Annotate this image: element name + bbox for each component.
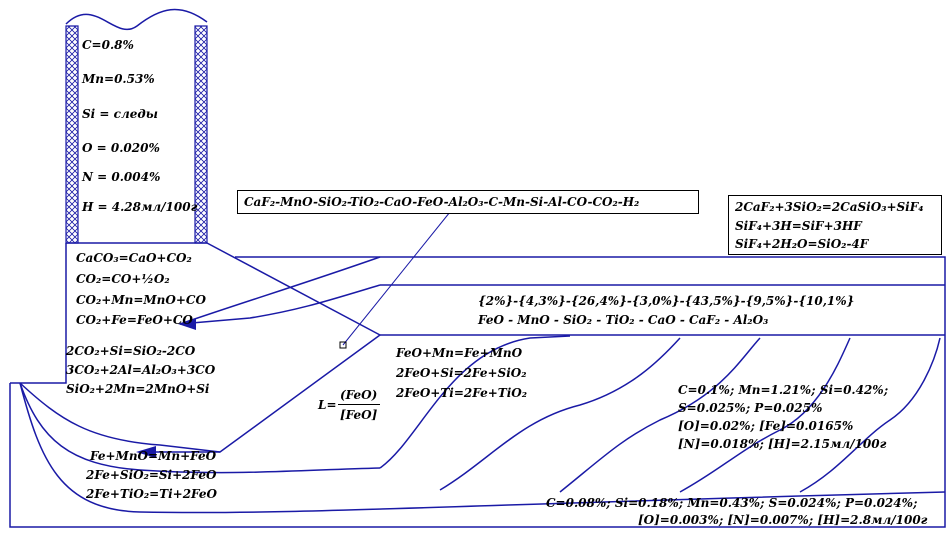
layer-curve-1	[379, 335, 571, 469]
arc-flow-left-mid	[179, 284, 381, 325]
flux-system-box: CaF₂-MnO-SiO₂-TiO₂-CaO-FeO-Al₂O₃-C-Mn-Si…	[237, 190, 699, 214]
electrode-carbon: C=0.8%	[82, 38, 134, 52]
electrode-top-curve	[65, 8, 208, 31]
distribution-denominator: [FeO]	[340, 408, 378, 422]
arc-cone-right	[206, 242, 381, 336]
distribution-lhs: L=	[318, 398, 337, 412]
metal-reaction-2: 2Fe+SiO₂=Si+2FeO	[86, 468, 217, 482]
metal-reaction-1: Fe+MnO=Mn+FeO	[90, 449, 217, 463]
arc-reaction-6: 3CO₂+2Al=Al₂O₃+3CO	[66, 363, 216, 377]
fluoride-reaction-1: 2CaF₂+3SiO₂=2CaSiO₃+SiF₄	[735, 200, 924, 214]
layer-curve-5	[799, 337, 941, 493]
weld-pool-line-3: [O]=0.02%; [Fe]=0.0165%	[678, 419, 854, 433]
electrode-silicon: Si = следы	[82, 107, 158, 121]
layer-curve-2	[439, 337, 681, 491]
electrode-hydrogen: H = 4.28мл/100г	[82, 200, 198, 214]
slag-reaction-1: FeO+Mn=Fe+MnO	[396, 346, 523, 360]
arc-outline-left	[10, 243, 67, 384]
electrode-oxygen: O = 0.020%	[82, 141, 160, 155]
electrode-manganese: Mn=0.53%	[82, 72, 155, 86]
slag-oxides: FeO - MnO - SiO₂ - TiO₂ - CaO - CaF₂ - A…	[478, 313, 769, 327]
leader-marker	[339, 341, 347, 349]
arc-reaction-1: CaCO₃=CaO+CO₂	[76, 251, 192, 265]
weld-pool-line-4: [N]=0.018%; [H]=2.15мл/100г	[678, 437, 887, 451]
arc-reaction-3: CO₂+Mn=MnO+CO	[76, 293, 206, 307]
arc-reaction-7: SiO₂+2Mn=2MnO+Si	[66, 382, 210, 396]
weld-metal-line-2: [O]=0.003%; [N]=0.007%; [H]=2.8мл/100г	[638, 513, 928, 527]
arrow-head-fe	[136, 446, 156, 458]
distribution-fraction-bar	[338, 404, 380, 405]
arc-flow-left-top	[179, 256, 381, 325]
weld-pool-line-2: S=0.025%; P=0.025%	[678, 401, 823, 415]
leader-line	[342, 211, 451, 346]
zone-line-2	[19, 382, 381, 474]
electrode-wall-left	[65, 25, 79, 244]
fluoride-reaction-3: SiF₄+2H₂O=SiO₂-4F	[735, 237, 869, 251]
zone-line-4	[19, 382, 946, 514]
slag-reaction-3: 2FeO+Ti=2Fe+TiO₂	[396, 386, 527, 400]
metal-reaction-3: 2Fe+TiO₂=Ti+2FeO	[86, 487, 217, 501]
layer-curve-3	[559, 337, 761, 493]
distribution-numerator: (FeO)	[340, 388, 378, 402]
arc-reaction-4: CO₂+Fe=FeO+CO	[76, 313, 193, 327]
slag-percents: {2%}-{4,3%}-{26,4%}-{3,0%}-{43,5%}-{9,5%…	[478, 294, 855, 308]
weld-metal-line-1: C=0.08%; Si=0.18%; Mn=0.43%; S=0.024%; P…	[546, 496, 918, 510]
fluoride-reactions-box: 2CaF₂+3SiO₂=2CaSiO₃+SiF₄ SiF₄+3H=SiF+3HF…	[728, 195, 942, 255]
arrow-head-co	[178, 318, 196, 330]
flux-system-label: CaF₂-MnO-SiO₂-TiO₂-CaO-FeO-Al₂O₃-C-Mn-Si…	[244, 195, 640, 209]
fluoride-reaction-2: SiF₄+3H=SiF+3HF	[735, 219, 862, 233]
electrode-nitrogen: N = 0.004%	[82, 170, 161, 184]
zone-line-3	[19, 382, 221, 453]
weld-pool-line-1: C=0.1%; Mn=1.21%; Si=0.42%;	[678, 383, 889, 397]
slag-reaction-2: 2FeO+Si=2Fe+SiO₂	[396, 366, 527, 380]
layer-curve-4	[679, 337, 851, 493]
arc-reaction-2: CO₂=CO+½O₂	[76, 272, 170, 286]
arc-reaction-5: 2CO₂+Si=SiO₂-2CO	[66, 344, 196, 358]
outer-frame	[9, 256, 946, 528]
